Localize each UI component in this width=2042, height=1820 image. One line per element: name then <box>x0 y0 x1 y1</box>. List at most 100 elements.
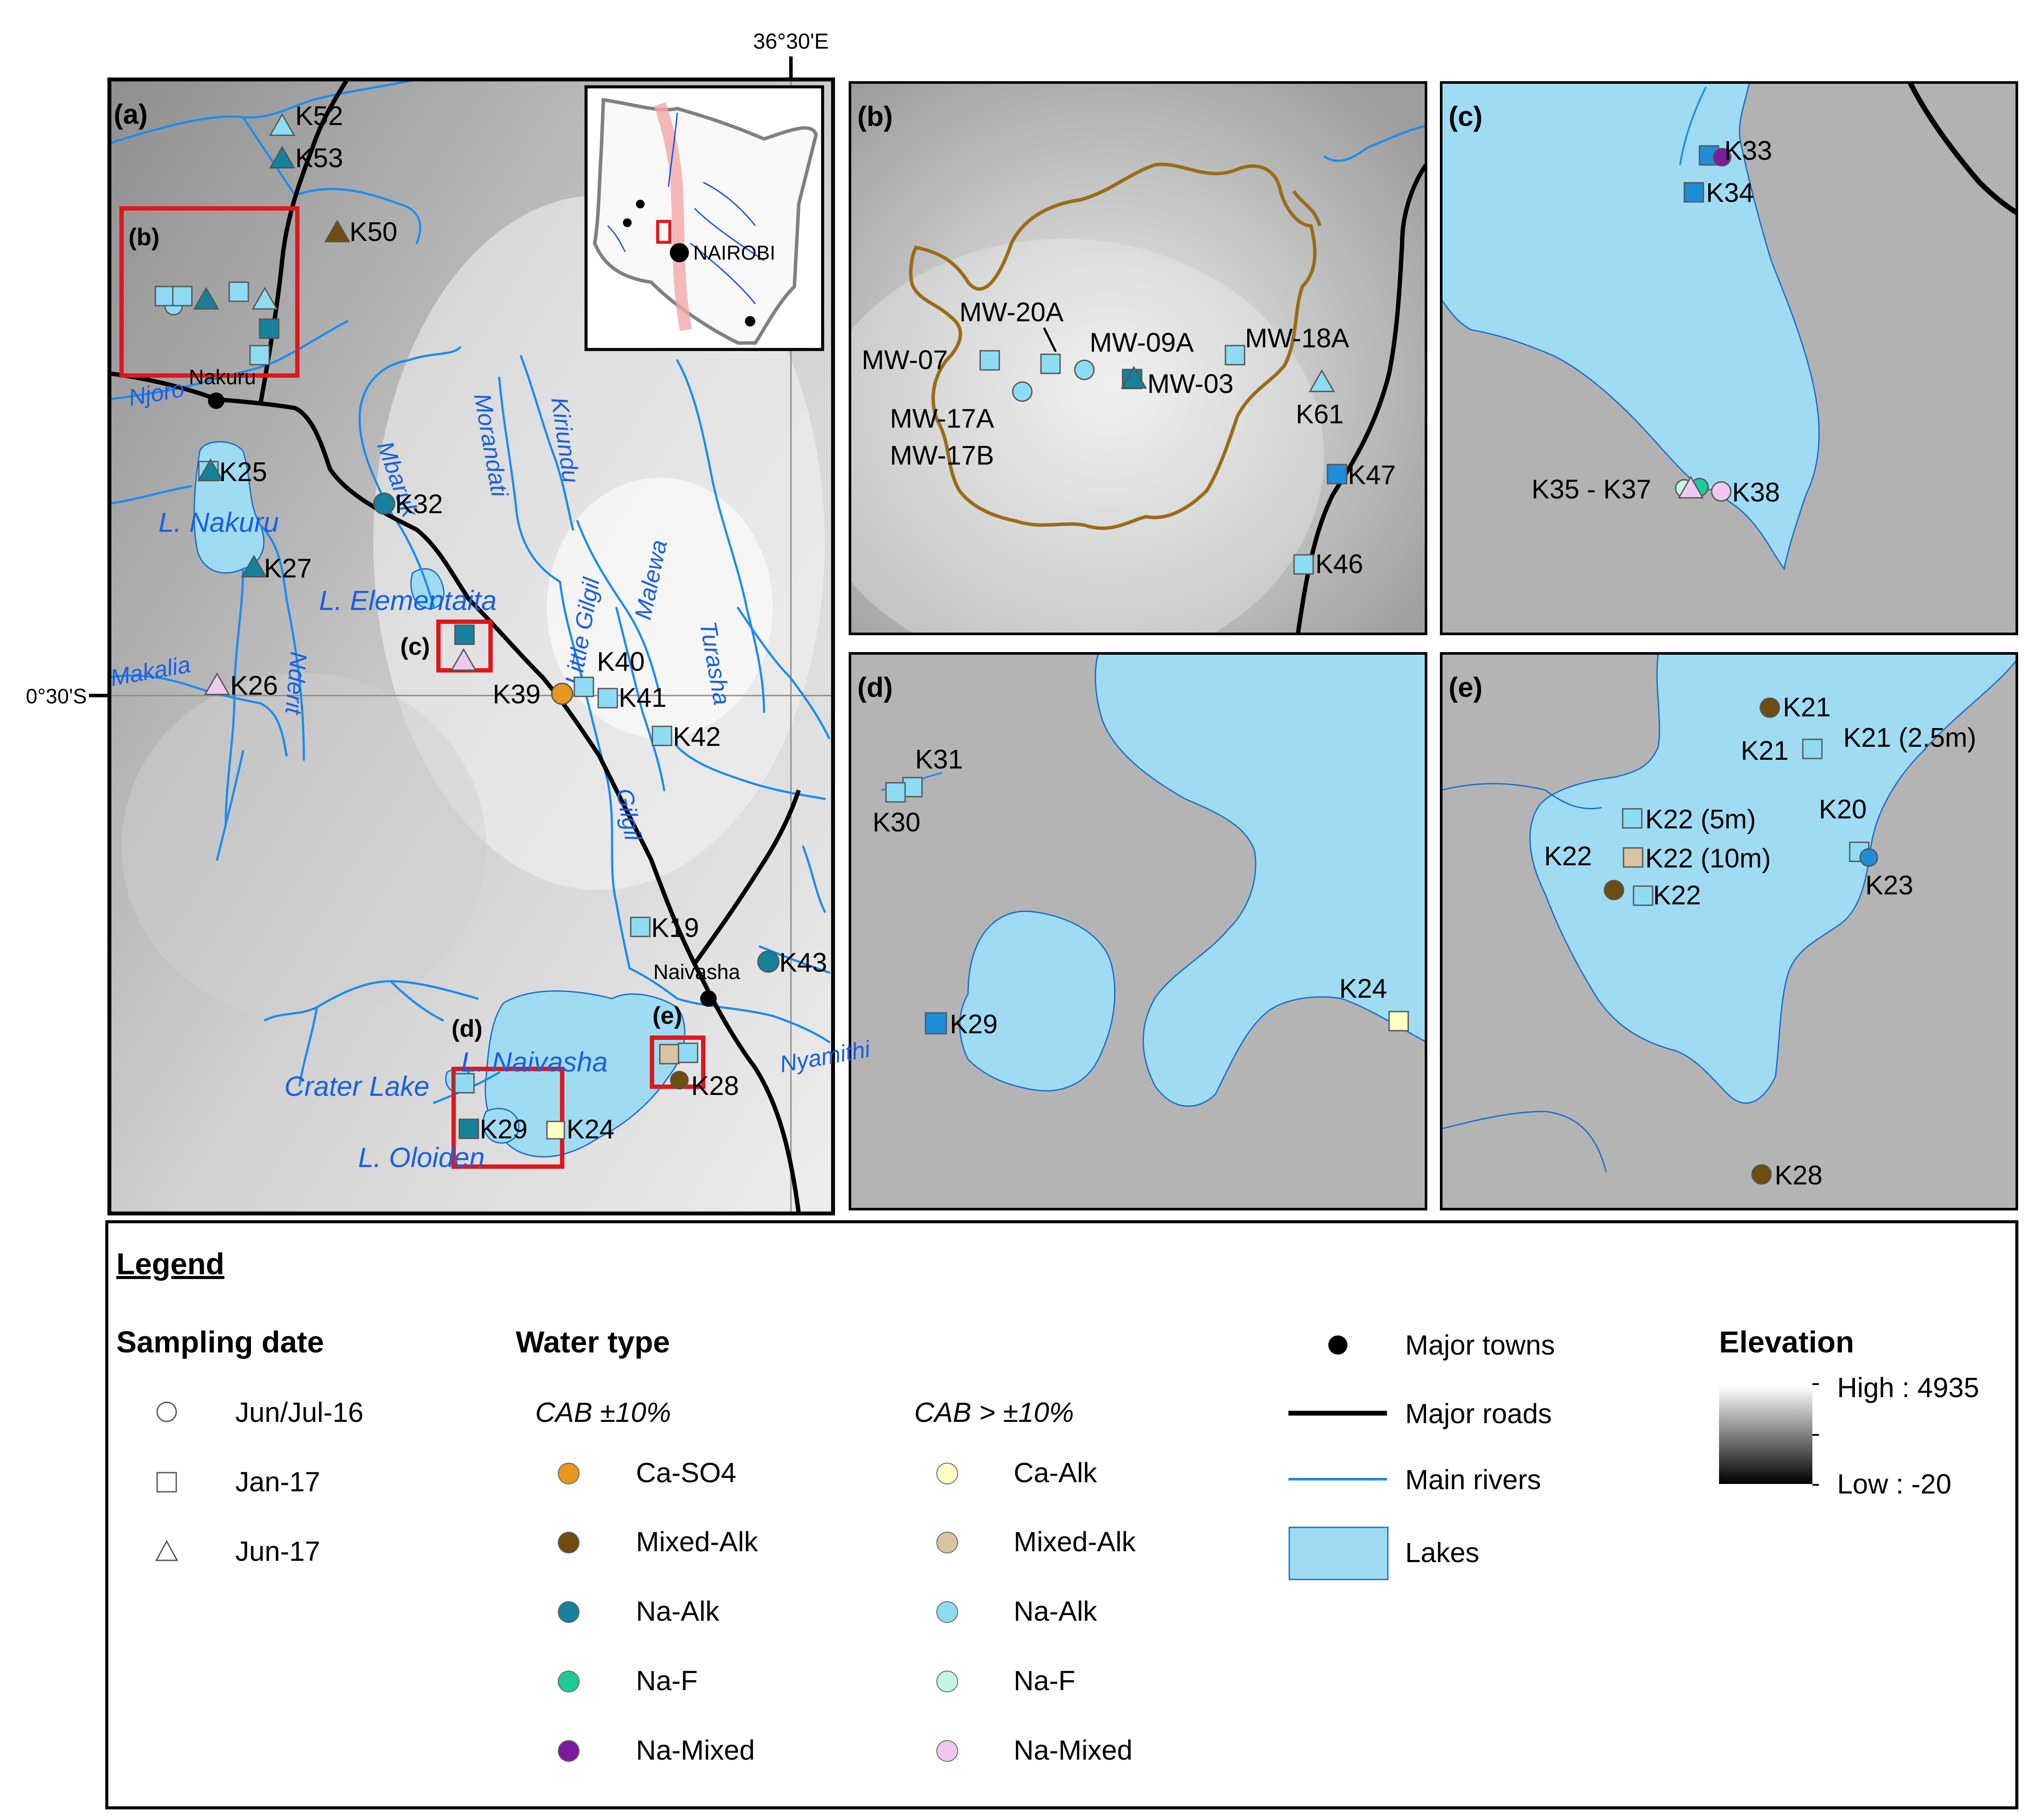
marker-b-cluster-4 <box>193 287 220 310</box>
marker-e-box-1 <box>659 1044 680 1065</box>
legend-water-title: Water type <box>516 1325 670 1359</box>
panel-b-frame <box>849 81 1427 635</box>
label-mw-20a: MW-20A <box>959 297 1064 327</box>
inset-nairobi-dot <box>670 243 689 262</box>
lake-naivasha-detail <box>1094 653 1426 1107</box>
legend-type-in-3-label: Na-F <box>636 1665 698 1696</box>
legend-type-out-1-label: Mixed-Alk <box>1014 1526 1136 1557</box>
label-k32: K32 <box>395 489 443 519</box>
town-label-naivasha: Naivasha <box>653 961 740 984</box>
panel-c-label: (c) <box>1449 101 1482 132</box>
marker-b-cluster-6 <box>251 287 278 310</box>
marker-c-box-1 <box>454 624 475 645</box>
label-k31: K31 <box>915 745 963 775</box>
river-label-morandati: Morandati <box>469 392 513 500</box>
label-k27: K27 <box>264 554 312 584</box>
longitude-label: 36°30'E <box>753 29 829 53</box>
marker-k53 <box>269 145 296 169</box>
river-label-nyamithi: Nyamithi <box>778 1036 873 1078</box>
focus-boxes <box>119 206 705 1169</box>
inset-e-label: (e) <box>652 1002 682 1029</box>
label-k25: K25 <box>219 457 267 487</box>
marker-b-cluster-5 <box>228 281 249 302</box>
label-k24: K24 <box>566 1114 614 1144</box>
inset-c-label: (c) <box>400 633 430 660</box>
marker-k21-square <box>1802 739 1823 759</box>
caldera-rim <box>909 162 1317 530</box>
panel-e-frame <box>1440 652 2018 1210</box>
marker-k29-detail <box>925 1012 947 1035</box>
panel-c-map <box>1441 82 2017 634</box>
legend-elevation-ramp <box>1719 1386 1812 1484</box>
marker-k25 <box>197 458 224 481</box>
panel-d-frame <box>849 652 1427 1210</box>
legend-elevation-title: Elevation <box>1719 1325 1854 1359</box>
panel-c-frame <box>1440 81 2018 635</box>
marker-k33-na-mixed <box>1713 148 1732 167</box>
label-k21-circle: K21 <box>1783 692 1831 722</box>
legend-type-in-3-swatch <box>558 1671 580 1692</box>
river-label-malewa: Malewa <box>630 537 672 622</box>
label-k20: K20 <box>1819 795 1867 824</box>
label-k43: K43 <box>779 948 827 978</box>
panel-b-label: (b) <box>857 101 893 132</box>
label-mw-07: MW-07 <box>862 345 948 375</box>
label-k42: K42 <box>673 722 721 752</box>
legend-square-marker <box>156 1472 177 1493</box>
town-nakuru-dot <box>208 392 224 409</box>
marker-k22-circle <box>1604 880 1624 900</box>
river-label-makalia: Makalia <box>109 651 193 691</box>
marker-k21-circle <box>1759 697 1780 718</box>
marker-k28-detail <box>1751 1164 1772 1185</box>
lake-naivasha-east <box>1529 653 2017 1104</box>
marker-k38 <box>1711 481 1732 502</box>
legend-triangle-marker <box>155 1540 178 1561</box>
marker-k26 <box>204 672 231 696</box>
river-label-njoro: Njoro <box>127 376 187 411</box>
mw-20a-leader-line <box>1043 327 1057 353</box>
label-k26: K26 <box>230 671 278 701</box>
marker-k22-5m <box>1622 808 1643 829</box>
latitude-label: 0°30'S <box>26 685 87 708</box>
panel-b-road <box>1296 164 1426 634</box>
panel-c-road <box>1907 82 2017 215</box>
lake-label-nakuru: L. Nakuru <box>158 507 279 538</box>
marker-k41 <box>597 688 618 709</box>
label-k28: K28 <box>691 1071 739 1101</box>
legend-type-out-1-swatch <box>936 1532 958 1553</box>
label-k53: K53 <box>295 143 343 173</box>
legend-feature-rivers: Main rivers <box>1405 1464 1541 1495</box>
label-k23: K23 <box>1865 870 1913 900</box>
marker-k24 <box>546 1121 565 1140</box>
label-k22-left: K22 <box>1544 841 1592 871</box>
river-label-nderit: Nderit <box>280 651 312 716</box>
marker-k31 <box>902 777 923 798</box>
legend-type-in-1-label: Mixed-Alk <box>636 1526 758 1557</box>
legend-type-in-0-swatch <box>558 1463 580 1484</box>
legend-town-symbol <box>1328 1335 1347 1355</box>
label-k46: K46 <box>1315 549 1363 579</box>
legend-type-out-2-label: Na-Alk <box>1014 1596 1097 1627</box>
legend-sampling-2: Jan-17 <box>235 1466 320 1497</box>
label-k29-detail: K29 <box>950 1009 998 1039</box>
inset-town-label: NAIROBI <box>693 241 775 264</box>
label-mw-18a: MW-18A <box>1245 323 1350 353</box>
label-k22-10m: K22 (10m) <box>1645 844 1771 874</box>
marker-k19 <box>630 917 651 937</box>
river-label-kiriundu: Kiriundu <box>546 396 584 485</box>
label-k33: K33 <box>1724 136 1772 166</box>
legend-frame <box>105 1220 2019 1810</box>
river-label-gilgil: Gilgil <box>611 787 646 844</box>
label-k38: K38 <box>1732 478 1780 508</box>
marker-mw-17 <box>1012 381 1033 402</box>
marker-k40 <box>573 676 594 697</box>
marker-d-box-1 <box>454 1073 475 1094</box>
marker-k23 <box>1859 848 1878 867</box>
label-k30: K30 <box>873 808 920 837</box>
panel-d-map <box>850 653 1426 1209</box>
sample-markers <box>155 113 1878 1185</box>
marker-mw-07 <box>979 350 1000 371</box>
